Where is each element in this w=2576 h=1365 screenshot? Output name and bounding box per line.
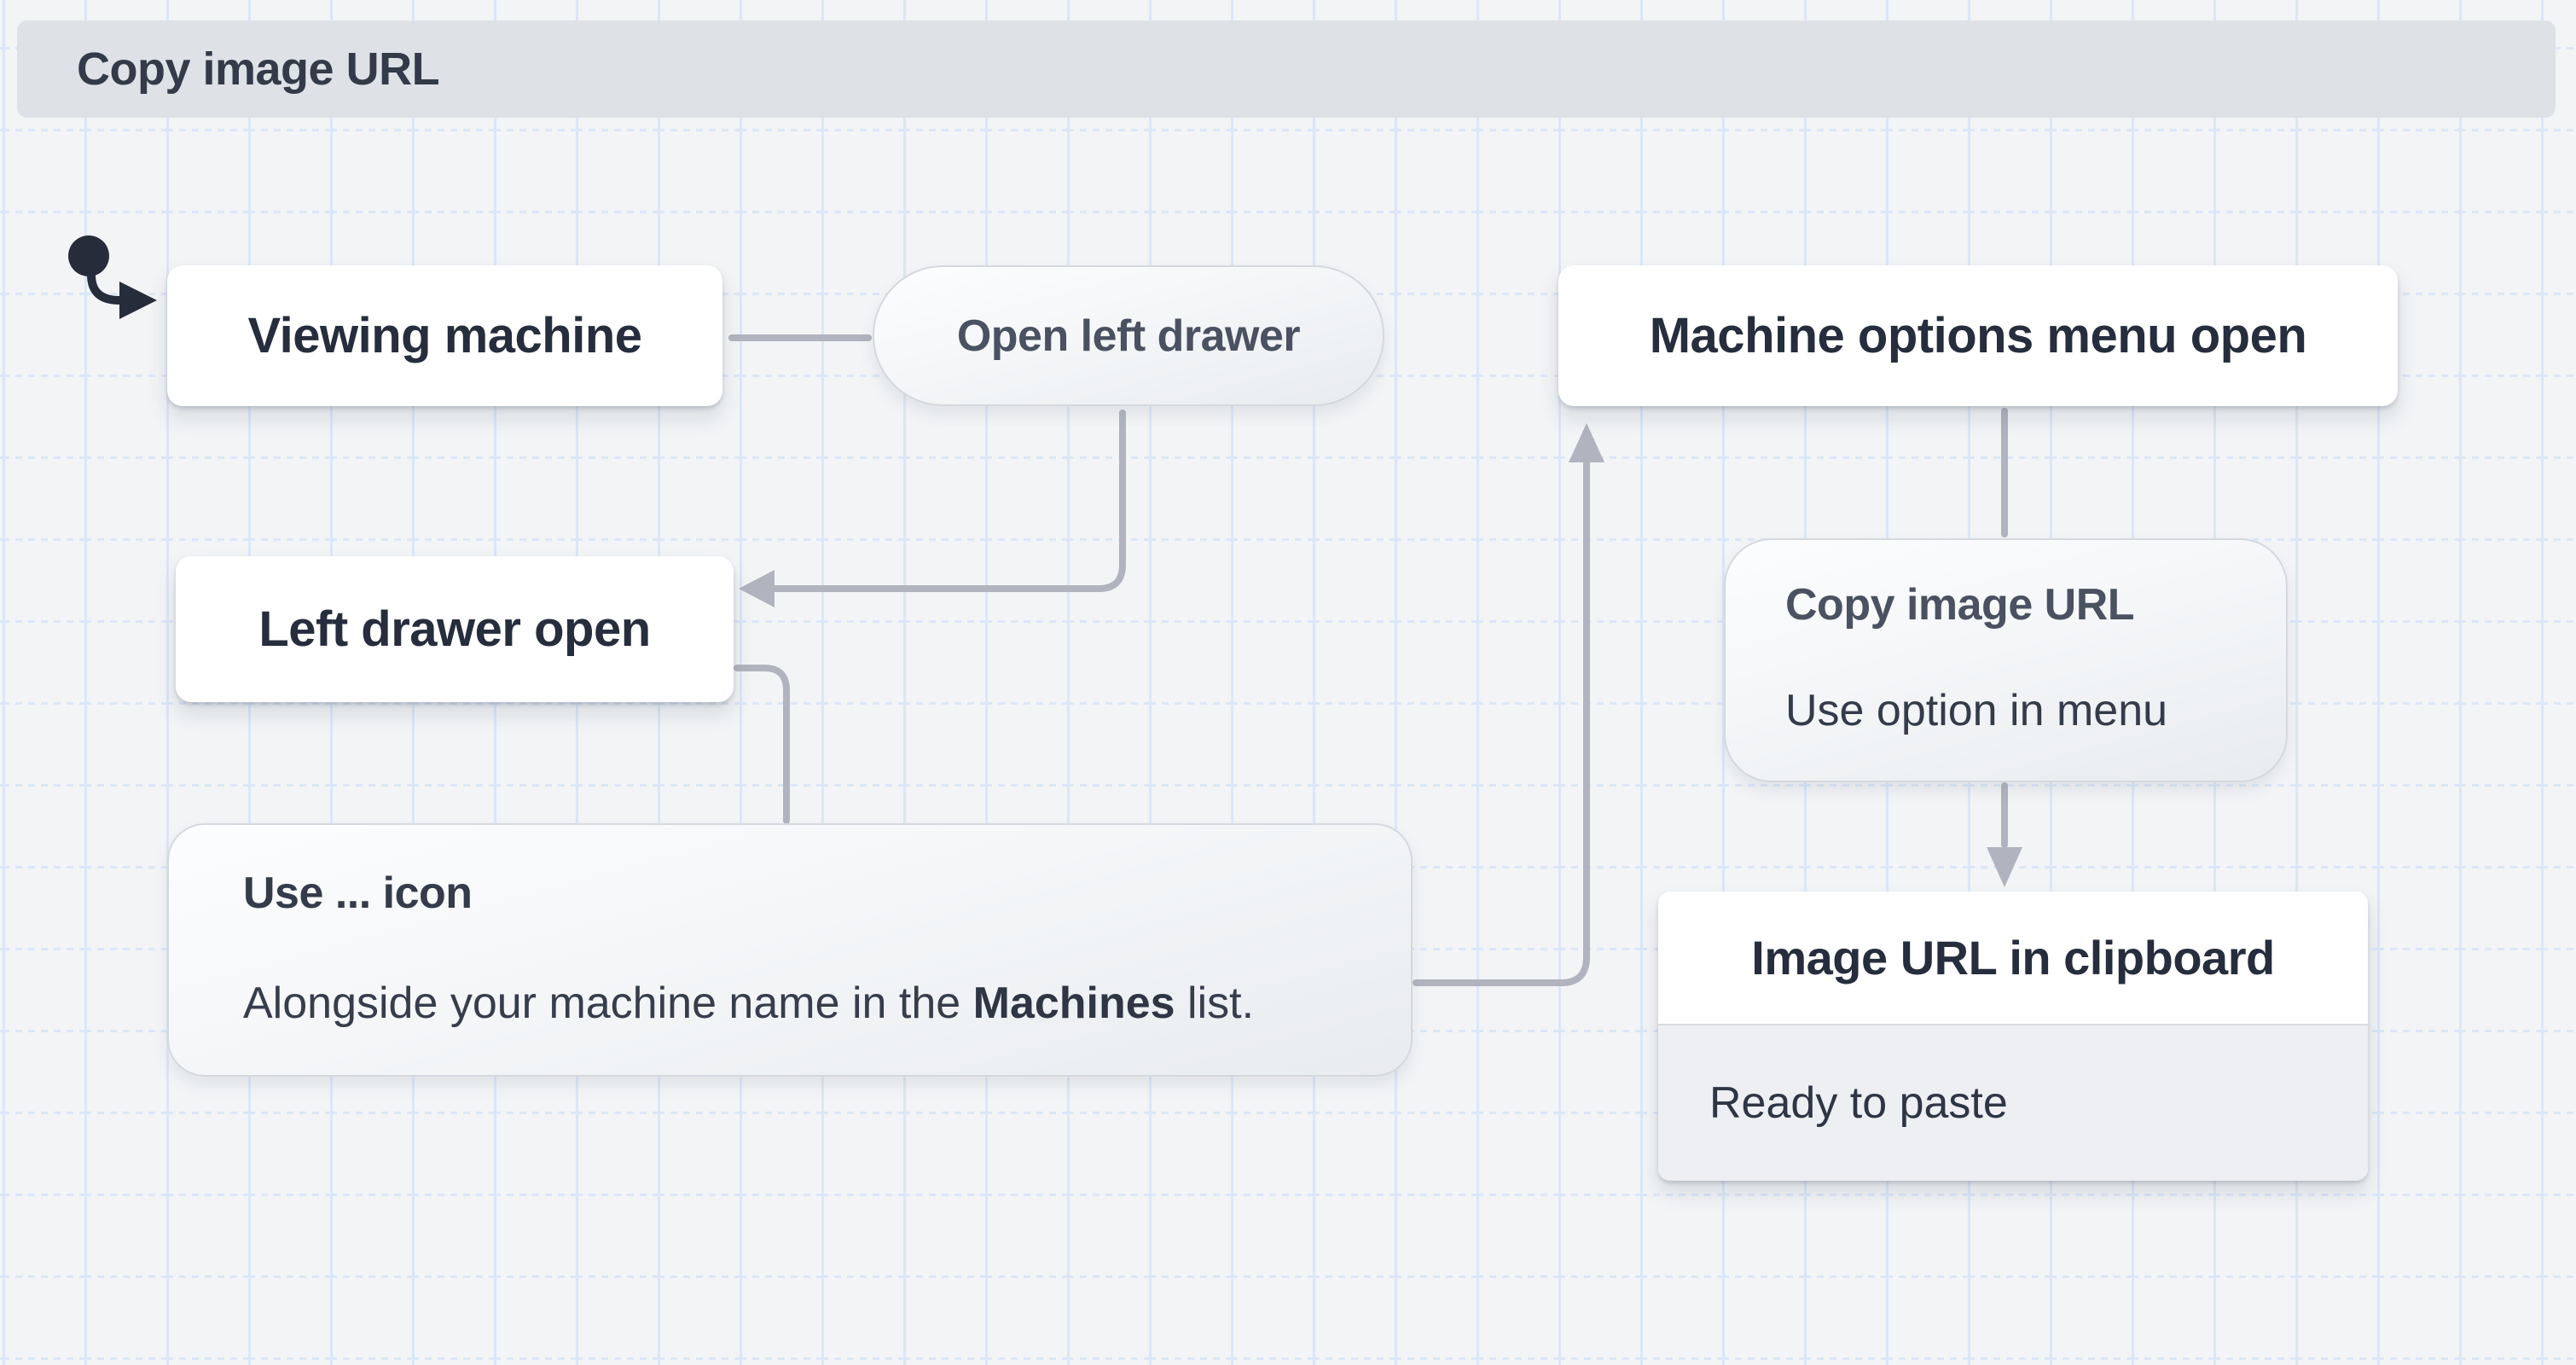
state-machine-options-menu-open: Machine options menu open: [1558, 265, 2398, 406]
arrowhead-up-into-machine-options: [1569, 423, 1604, 462]
edge-note-to-machine-options: [1413, 459, 1590, 986]
header-bar: Copy image URL: [17, 20, 2556, 118]
action-copy-image-url-title: Copy image URL: [1785, 580, 2135, 630]
start-arrowhead: [119, 282, 157, 319]
start-marker: [68, 235, 157, 319]
action-copy-image-url-subtitle: Use option in menu: [1785, 686, 2168, 735]
note-body-bold: Machines: [972, 979, 1175, 1028]
state-viewing-machine: Viewing machine: [167, 265, 722, 406]
edge-open-left-drawer-to-left-drawer-open: [771, 410, 1126, 592]
start-dot: [68, 235, 109, 276]
state-image-url-in-clipboard: Image URL in clipboard Ready to paste: [1658, 892, 2368, 1181]
action-copy-image-url: Copy image URL Use option in menu: [1724, 538, 2288, 782]
note-body-prefix: Alongside your machine name in the: [243, 979, 973, 1028]
state-left-drawer-open-label: Left drawer open: [258, 601, 651, 657]
action-open-left-drawer-label: Open left drawer: [956, 311, 1301, 361]
arrowhead-down-into-clipboard: [1987, 847, 2022, 887]
header-title: Copy image URL: [77, 44, 440, 95]
state-image-url-in-clipboard-title: Image URL in clipboard: [1658, 892, 2368, 1024]
state-machine-options-menu-open-label: Machine options menu open: [1649, 308, 2307, 363]
edge-left-drawer-open-to-note: [734, 665, 790, 824]
state-image-url-in-clipboard-status: Ready to paste: [1658, 1024, 2368, 1181]
state-viewing-machine-label: Viewing machine: [247, 308, 642, 363]
arrowhead-left-into-left-drawer-open: [739, 570, 775, 607]
note-title: Use ... icon: [243, 868, 473, 918]
note-body: Alongside your machine name in the Machi…: [243, 978, 1254, 1029]
start-arrow-curve: [87, 270, 124, 305]
note-body-suffix: list.: [1175, 979, 1255, 1028]
note-use-ellipsis-icon: Use ... icon Alongside your machine name…: [167, 823, 1413, 1077]
state-left-drawer-open: Left drawer open: [176, 556, 734, 702]
action-open-left-drawer: Open left drawer: [873, 265, 1384, 406]
